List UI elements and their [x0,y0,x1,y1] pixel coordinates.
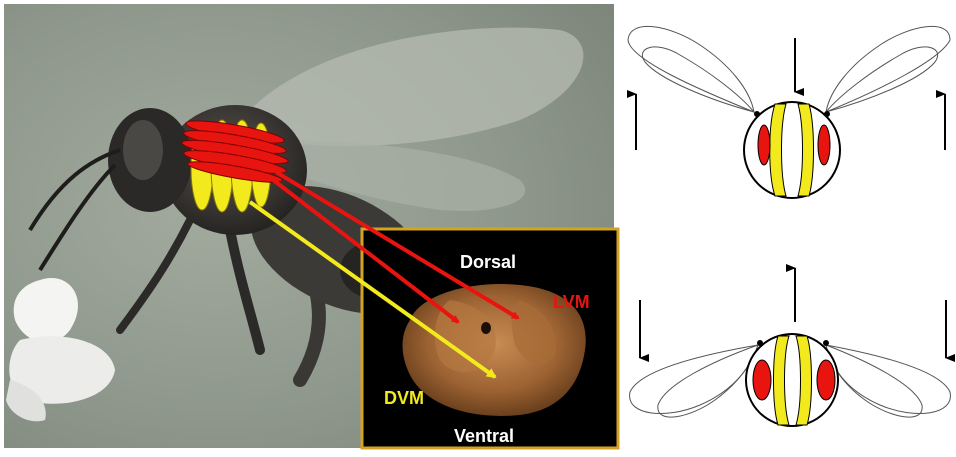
upstroke-schematic [628,26,950,198]
dvm-label: DVM [384,388,424,409]
ventral-label: Ventral [454,426,514,447]
dorsal-label: Dorsal [460,252,516,273]
lvm-label: LVM [553,292,590,313]
downstroke-schematic [630,268,951,426]
